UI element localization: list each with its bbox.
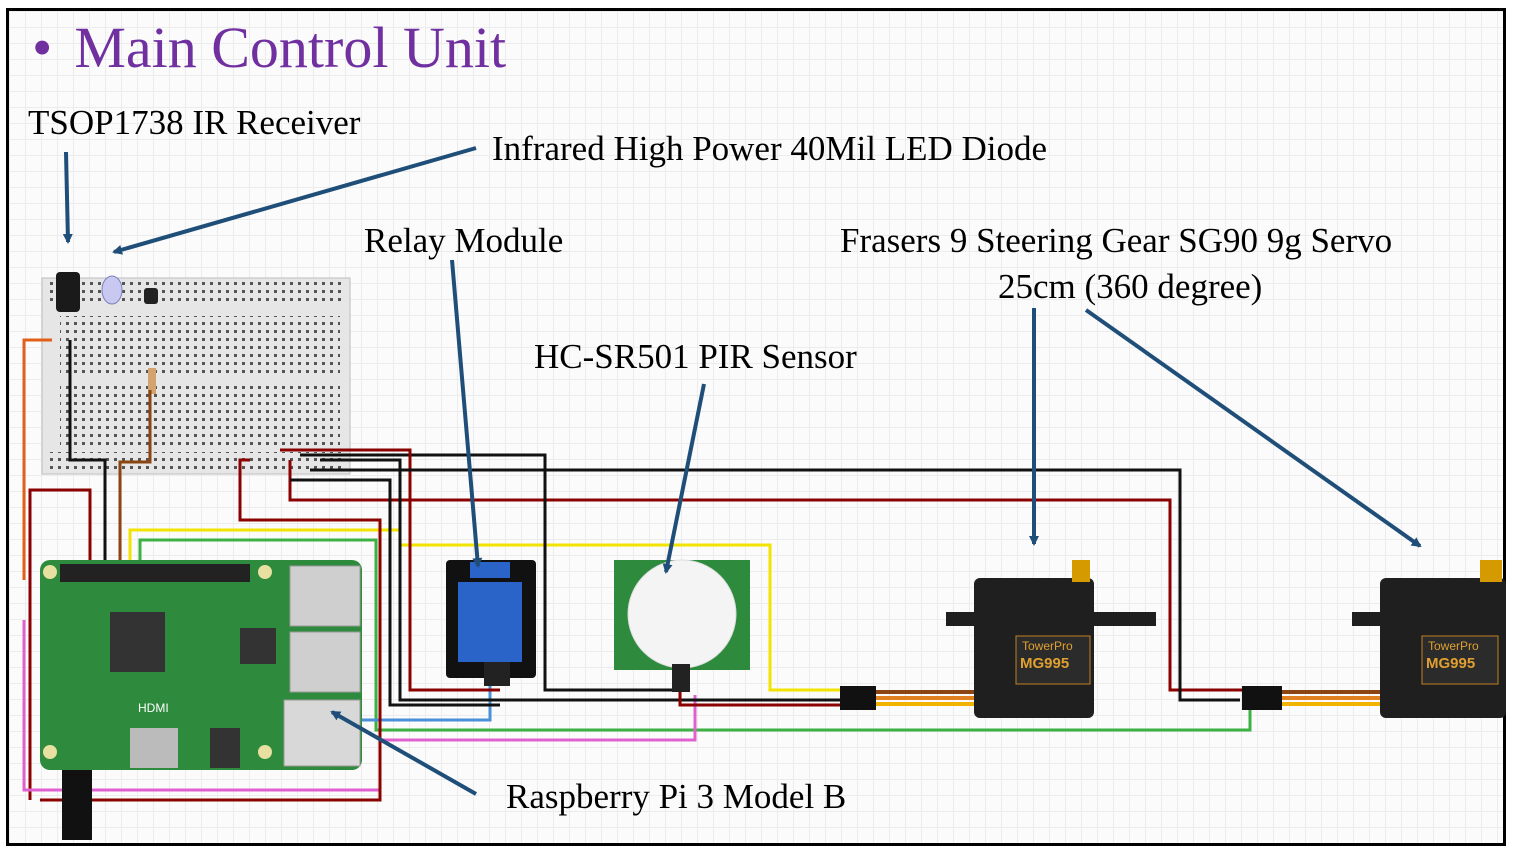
transistor-component xyxy=(144,288,158,304)
callout-arrows xyxy=(62,146,1422,796)
page-title: • Main Control Unit xyxy=(32,14,506,81)
label-pir-sensor: HC-SR501 PIR Sensor xyxy=(534,337,857,376)
arrow-raspberry-pi xyxy=(330,710,477,796)
pi-hdmi-label: HDMI xyxy=(138,701,169,715)
ir-receiver-component xyxy=(56,272,80,312)
title-bullet: • xyxy=(32,15,53,80)
title-text: Main Control Unit xyxy=(74,15,507,80)
servo2-model: MG995 xyxy=(1426,655,1475,672)
servo-motor-2: TowerPro MG995 xyxy=(1242,560,1506,718)
label-ir-led: Infrared High Power 40Mil LED Diode xyxy=(492,129,1048,168)
label-relay-module: Relay Module xyxy=(364,221,564,260)
label-servo-line1: Frasers 9 Steering Gear SG90 9g Servo xyxy=(840,221,1393,260)
servo2-brand: TowerPro xyxy=(1428,639,1479,653)
servo-motor-1: TowerPro MG995 xyxy=(840,560,1156,718)
raspberry-pi-board: HDMI xyxy=(40,560,362,840)
breadboard xyxy=(41,277,351,475)
relay-module xyxy=(446,560,536,686)
resistor-component xyxy=(148,368,156,394)
pir-sensor xyxy=(614,559,750,692)
servo1-model: MG995 xyxy=(1020,655,1069,672)
label-raspberry-pi: Raspberry Pi 3 Model B xyxy=(506,777,847,816)
ir-led-component xyxy=(101,275,123,305)
arrow-relay xyxy=(450,259,483,568)
arrow-ir-receiver xyxy=(62,151,73,244)
servo1-brand: TowerPro xyxy=(1022,639,1073,653)
arrow-ir-led xyxy=(112,146,477,255)
arrow-pir xyxy=(662,383,706,574)
arrow-servo-2 xyxy=(1084,308,1422,548)
wires xyxy=(22,338,1252,802)
label-ir-receiver: TSOP1738 IR Receiver xyxy=(28,103,361,142)
label-servo-line2: 25cm (360 degree) xyxy=(998,267,1263,306)
